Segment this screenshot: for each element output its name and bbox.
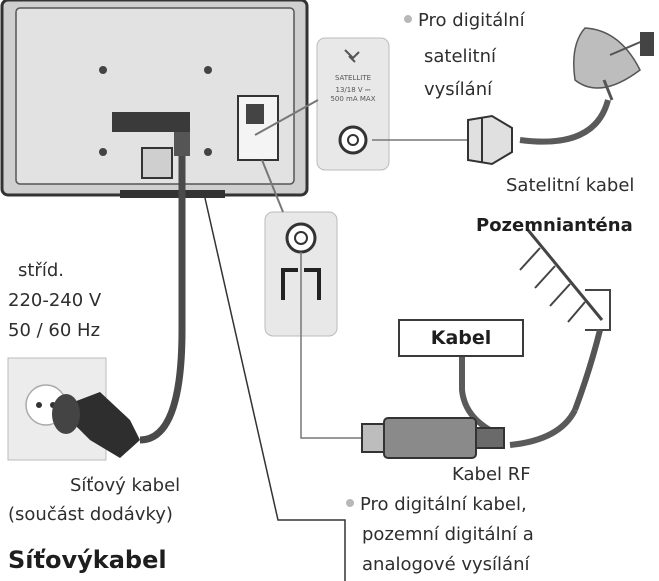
rf-cable-label: Kabel RF [452,464,531,485]
satellite-bullet: Pro digitální [404,8,525,34]
satellite-panel-current: 500 mA MAX [330,95,376,103]
tv-back-panel [0,0,309,198]
power-line1: stříd. [18,260,64,281]
satellite-bullet-line2: satelitní [424,46,497,67]
cable-label-box: Kabel [398,319,524,357]
bullet-dot-icon [404,15,412,23]
vesa-screw-icon [204,66,212,74]
digital-bullet-line3: analogové vysílání [362,554,530,575]
f-connector-icon [467,114,513,166]
rf-connector-icon [361,417,505,459]
digital-bullet-line2: pozemní digitální a [362,524,534,545]
power-line3: 50 / 60 Hz [8,320,101,341]
terrestrial-antenna-label: Pozemnianténa [476,215,633,236]
satellite-bullet-line3: vysílání [424,79,493,100]
cable-label: Kabel [430,327,492,349]
power-plug-icon [52,392,140,458]
satellite-icon [344,49,360,63]
satellite-dish-icon [573,27,654,101]
section-title: Síťovýkabel [8,546,167,574]
mains-cable-line1: Síťový kabel [70,475,181,496]
satellite-panel-voltage: 13/18 V ⎓ [335,86,371,94]
digital-bullet: Pro digitální kabel, [346,492,527,518]
satellite-panel-label: SATELLITE [334,74,372,82]
terrestrial-antenna-icon [519,229,611,412]
bullet-dot-icon [346,499,354,507]
power-line2: 220-240 V [8,290,102,311]
satellite-cable [519,99,611,145]
mains-cable-line2: (součást dodávky) [8,504,173,525]
antenna-symbol-icon [281,268,321,300]
satellite-input-panel [316,37,390,171]
satellite-cable-label: Satelitní kabel [506,175,635,196]
mains-cable [139,140,186,444]
digital-bullet-line1: Pro digitální kabel, [360,494,527,515]
vesa-screw-icon [99,66,107,74]
vesa-screw-icon [204,148,212,156]
vesa-screw-icon [99,148,107,156]
satellite-bullet-line1: Pro digitální [418,10,525,31]
